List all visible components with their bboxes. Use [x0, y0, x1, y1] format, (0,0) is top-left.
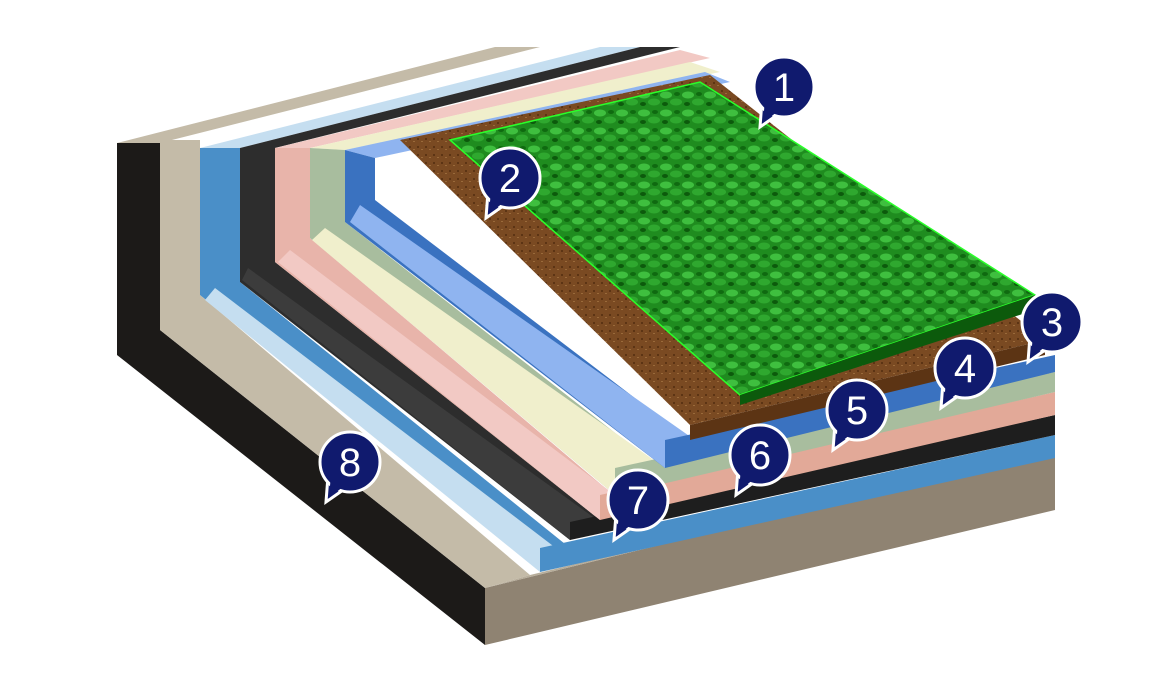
callout-marker-2: 2 — [478, 146, 542, 222]
callout-circle — [825, 378, 889, 442]
layer-1-vegetation — [448, 81, 1037, 405]
callout-number: 5 — [846, 389, 868, 433]
concrete-dark-wall-face — [117, 143, 485, 645]
callout-circle — [728, 423, 792, 487]
callout-marker-5: 5 — [825, 378, 889, 454]
layer-7-top — [240, 47, 680, 148]
callout-marker-8: 8 — [318, 430, 382, 506]
callout-circle — [478, 146, 542, 210]
callout-number: 1 — [773, 66, 795, 110]
layer-6-top — [275, 50, 710, 148]
grass-mat-edge — [740, 295, 1035, 405]
concrete-wall-top — [117, 47, 540, 143]
callout-circle — [933, 336, 997, 400]
layer-8-light-blue — [200, 47, 1055, 572]
callout-marker-1: 1 — [752, 55, 816, 131]
callout-tail-fill — [739, 467, 754, 491]
layer-7-front — [570, 415, 1055, 540]
callout-tail-fill — [836, 422, 851, 446]
callout-circle — [318, 430, 382, 494]
callout-circle — [606, 468, 670, 532]
callout-number: 8 — [339, 441, 361, 485]
callout-tail-fill — [329, 474, 344, 498]
callout-tail-fill — [617, 512, 632, 536]
callout-markers: 1 2 3 4 5 6 7 8 — [318, 55, 1084, 544]
callout-circle — [752, 55, 816, 119]
callout-marker-4: 4 — [933, 336, 997, 412]
layer-8-floor-strip — [205, 288, 565, 572]
concrete-front-edge — [485, 448, 1055, 645]
callout-tail-fill — [763, 99, 778, 123]
callout-tail-fill — [489, 190, 504, 214]
callout-tail-fill — [944, 380, 959, 404]
concrete-inner-face — [140, 140, 530, 588]
callout-number: 2 — [499, 157, 521, 201]
layer-6-floor-strip — [278, 250, 615, 520]
callout-marker-7: 7 — [606, 468, 670, 544]
layer-8-wall — [200, 148, 570, 570]
callout-number: 4 — [954, 347, 976, 391]
layer-5-top — [310, 62, 720, 150]
callout-tail-fill — [1031, 334, 1046, 358]
layer-7-black — [240, 47, 1055, 540]
callout-number: 3 — [1041, 301, 1063, 345]
callout-circle — [1020, 290, 1084, 354]
callout-number: 6 — [749, 434, 771, 478]
layer-6-pink — [275, 50, 1055, 520]
layer-6-wall — [275, 148, 610, 520]
layer-7-floor-strip — [242, 268, 600, 540]
layer-5-floor-strip — [312, 228, 665, 495]
layer-8-front — [540, 435, 1055, 572]
layer-6-front — [600, 392, 1055, 520]
callout-number: 7 — [627, 479, 649, 523]
callout-marker-3: 3 — [1020, 290, 1084, 366]
layer-4-floor-strip — [350, 205, 695, 468]
layer-8-top — [200, 47, 640, 148]
callout-marker-6: 6 — [728, 423, 792, 499]
